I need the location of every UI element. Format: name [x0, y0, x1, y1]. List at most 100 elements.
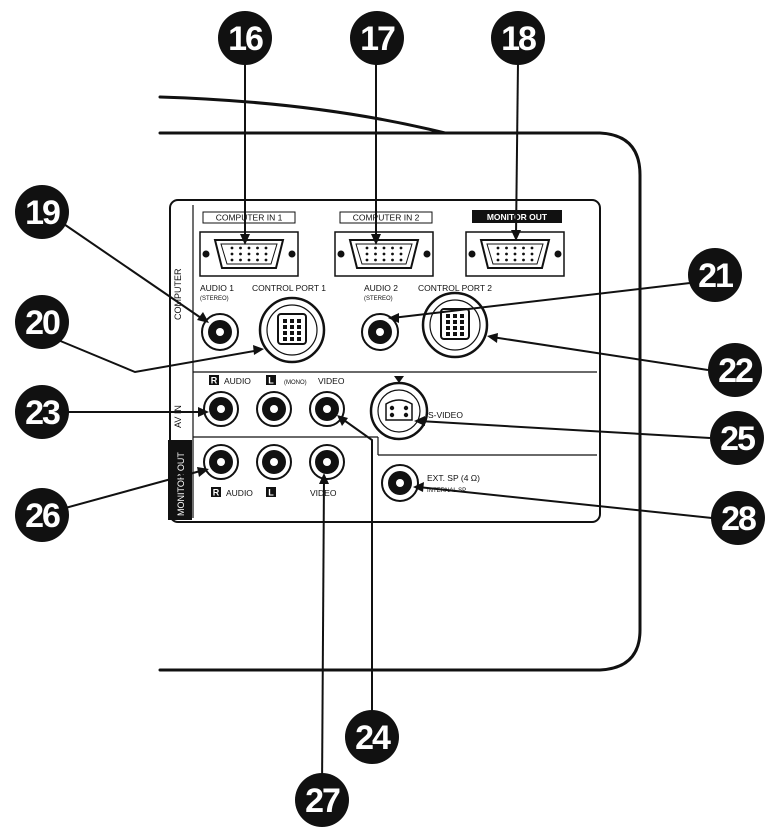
av-in-l-badge-text: L [268, 376, 274, 386]
callout-27-number: 27 [305, 782, 340, 820]
vga-pin [391, 252, 394, 256]
callout-21-number: 21 [698, 257, 733, 295]
control-port-pins [283, 314, 464, 341]
vga-pin [365, 246, 369, 250]
ext-sp-jack [381, 464, 419, 502]
vga-pin [256, 246, 259, 250]
vga-pin [239, 252, 242, 256]
vga-pin [239, 246, 242, 250]
control-port-1-label: CONTROL PORT 1 [252, 283, 326, 293]
av-in-video-jack [309, 391, 345, 427]
av-in-l-badge [266, 375, 276, 385]
callout-16-number: 16 [228, 20, 263, 58]
control-port-pin [453, 314, 457, 318]
vga-pin [496, 258, 500, 262]
leader-arrowheads [197, 230, 521, 492]
control-port-pin [290, 319, 294, 323]
vga-pin [505, 252, 508, 256]
vga-pin [391, 246, 394, 250]
monitor-out-r-badge [211, 487, 221, 497]
audio-1-stereo-label: (STEREO) [200, 296, 229, 302]
connector-panel [168, 199, 601, 523]
callout-16: 16 [218, 11, 272, 65]
vga-pin [264, 246, 268, 250]
vga-port-computer-in-2 [334, 231, 434, 277]
callout-24-number: 24 [355, 719, 391, 757]
callout-18: 18 [491, 11, 545, 65]
audio-2-jack [361, 313, 399, 351]
av-in-audio-r-jack [203, 391, 239, 427]
control-port-pin [283, 331, 287, 335]
vga-pin [230, 258, 234, 262]
callout-23-number: 23 [25, 394, 60, 432]
av-in-mono-label: (MONO) [284, 380, 307, 386]
av-in-audio-l-jack [256, 391, 292, 427]
control-port-2 [421, 291, 489, 359]
control-port-pin [290, 325, 294, 329]
control-port-pin [283, 337, 287, 341]
callout-20-number: 20 [25, 304, 60, 342]
callout-28: 28 [711, 491, 765, 545]
vga-pin [382, 246, 386, 250]
control-port-pin [453, 332, 457, 336]
control-port-pin [297, 319, 301, 323]
vga-pin [239, 258, 242, 262]
vga-pin [522, 246, 525, 250]
vga-pin [374, 252, 377, 256]
monitor-out-section-label: MONITOR OUT [176, 452, 186, 516]
monitor-out-label: MONITOR OUT [487, 212, 548, 222]
vga-pin [365, 258, 369, 262]
vga-pin [399, 258, 403, 262]
audio-1-jack [201, 313, 239, 351]
computer-in-2-label: COMPUTER IN 2 [353, 213, 420, 223]
vga-pin [391, 258, 394, 262]
control-port-pin [446, 332, 450, 336]
s-video-label: S-VIDEO [428, 410, 463, 420]
callout-20: 20 [15, 295, 69, 349]
audio-2-label: AUDIO 2 [364, 283, 398, 293]
control-port-2-label: CONTROL PORT 2 [418, 283, 492, 293]
computer-in-2-label-box [339, 211, 433, 224]
control-port-pin [290, 331, 294, 335]
monitor-out-r-badge-text: R [213, 488, 220, 498]
control-port-pin [446, 314, 450, 318]
projector-body-outline [158, 95, 642, 672]
vga-pins [230, 246, 534, 262]
monitor-out-video-jack [309, 444, 345, 480]
callout-25: 25 [710, 411, 764, 465]
audio-2-stereo-label: (STEREO) [364, 296, 393, 302]
av-in-section-label: AV IN [173, 405, 183, 428]
callout-26: 26 [15, 488, 69, 542]
monitor-out-audio-label: AUDIO [226, 488, 253, 498]
leader-lines [57, 61, 713, 791]
vga-pin [522, 252, 525, 256]
computer-in-1-label-box [202, 211, 296, 224]
callout-26-number: 26 [25, 497, 60, 535]
callout-25-number: 25 [720, 420, 755, 458]
callout-22: 22 [708, 343, 762, 397]
vga-pin [513, 258, 517, 262]
callout-19-number: 19 [25, 194, 60, 232]
vga-pin [513, 246, 517, 250]
vga-pin [256, 258, 259, 262]
callout-21: 21 [688, 248, 742, 302]
callout-17: 17 [350, 11, 404, 65]
vga-pin [496, 246, 500, 250]
vga-pin [247, 258, 251, 262]
vga-pin [374, 258, 377, 262]
control-port-1 [258, 296, 326, 364]
callout-22-number: 22 [718, 352, 753, 390]
vga-pin [399, 252, 403, 256]
control-port-pin [290, 337, 294, 341]
vga-pin [264, 252, 268, 256]
monitor-out-l-badge [266, 487, 276, 497]
callout-23: 23 [15, 385, 69, 439]
vga-pin [530, 258, 534, 262]
callout-17-number: 17 [360, 20, 395, 58]
vga-pin [505, 258, 508, 262]
av-in-r-badge-text: R [211, 376, 218, 386]
callout-28-number: 28 [721, 500, 756, 538]
vga-pin [230, 246, 234, 250]
control-port-pin [453, 326, 457, 330]
